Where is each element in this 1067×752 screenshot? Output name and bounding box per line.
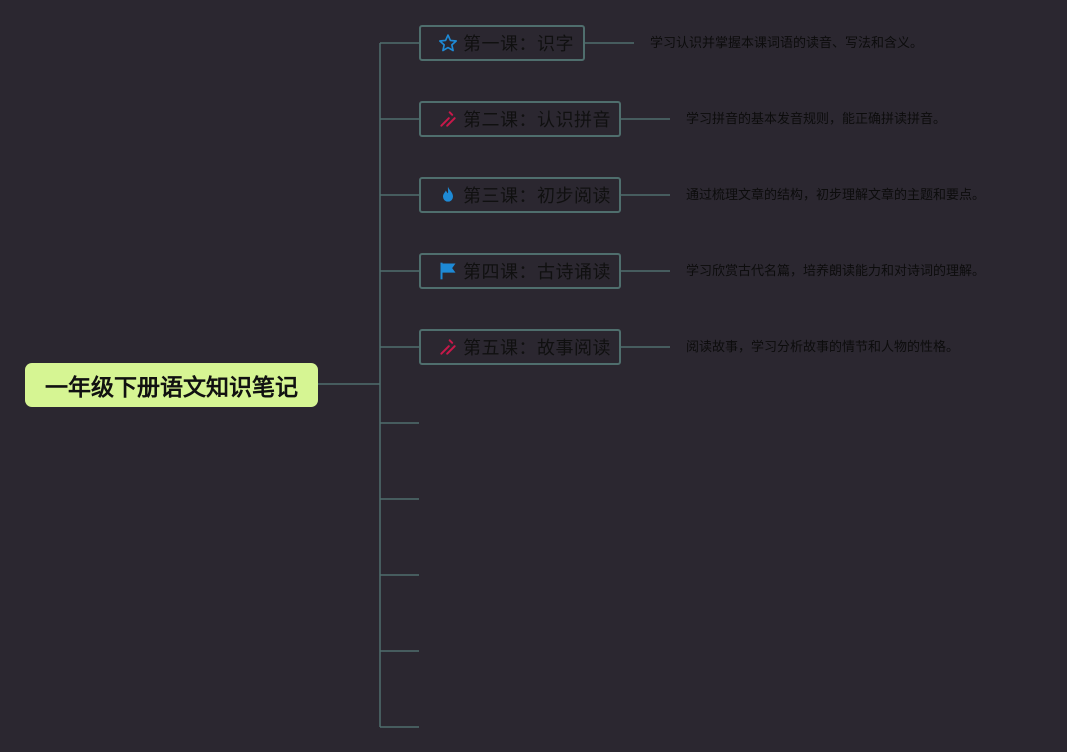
pencil-icon [437,336,459,358]
note-lesson-2: 学习拼音的基本发音规则，能正确拼读拼音。 [686,112,947,127]
note-lesson-3: 通过梳理文章的结构，初步理解文章的主题和要点。 [686,188,986,203]
topic-label: 第四课：古诗诵读 [463,262,611,283]
topic-label: 第三课：初步阅读 [463,186,611,207]
flag-icon [437,260,459,282]
topic-label: 第五课：故事阅读 [463,338,611,359]
note-lesson-1: 学习认识并掌握本课词语的读音、写法和含义。 [650,36,924,51]
topic-node-lesson-1[interactable]: 第一课：识字 [419,25,585,61]
fire-icon [437,184,459,206]
root-title: 一年级下册语文知识笔记 [45,375,298,401]
topic-label: 第二课：认识拼音 [463,110,611,131]
topic-node-lesson-5[interactable]: 第五课：故事阅读 [419,329,621,365]
topic-node-lesson-2[interactable]: 第二课：认识拼音 [419,101,621,137]
pencil-icon [437,108,459,130]
note-lesson-4: 学习欣赏古代名篇，培养朗读能力和对诗词的理解。 [686,264,986,279]
topic-node-lesson-3[interactable]: 第三课：初步阅读 [419,177,621,213]
topic-label: 第一课：识字 [463,34,574,55]
note-lesson-5: 阅读故事，学习分析故事的情节和人物的性格。 [686,340,960,355]
star-icon [437,32,459,54]
topic-node-lesson-4[interactable]: 第四课：古诗诵读 [419,253,621,289]
root-node[interactable]: 一年级下册语文知识笔记 [25,363,318,407]
